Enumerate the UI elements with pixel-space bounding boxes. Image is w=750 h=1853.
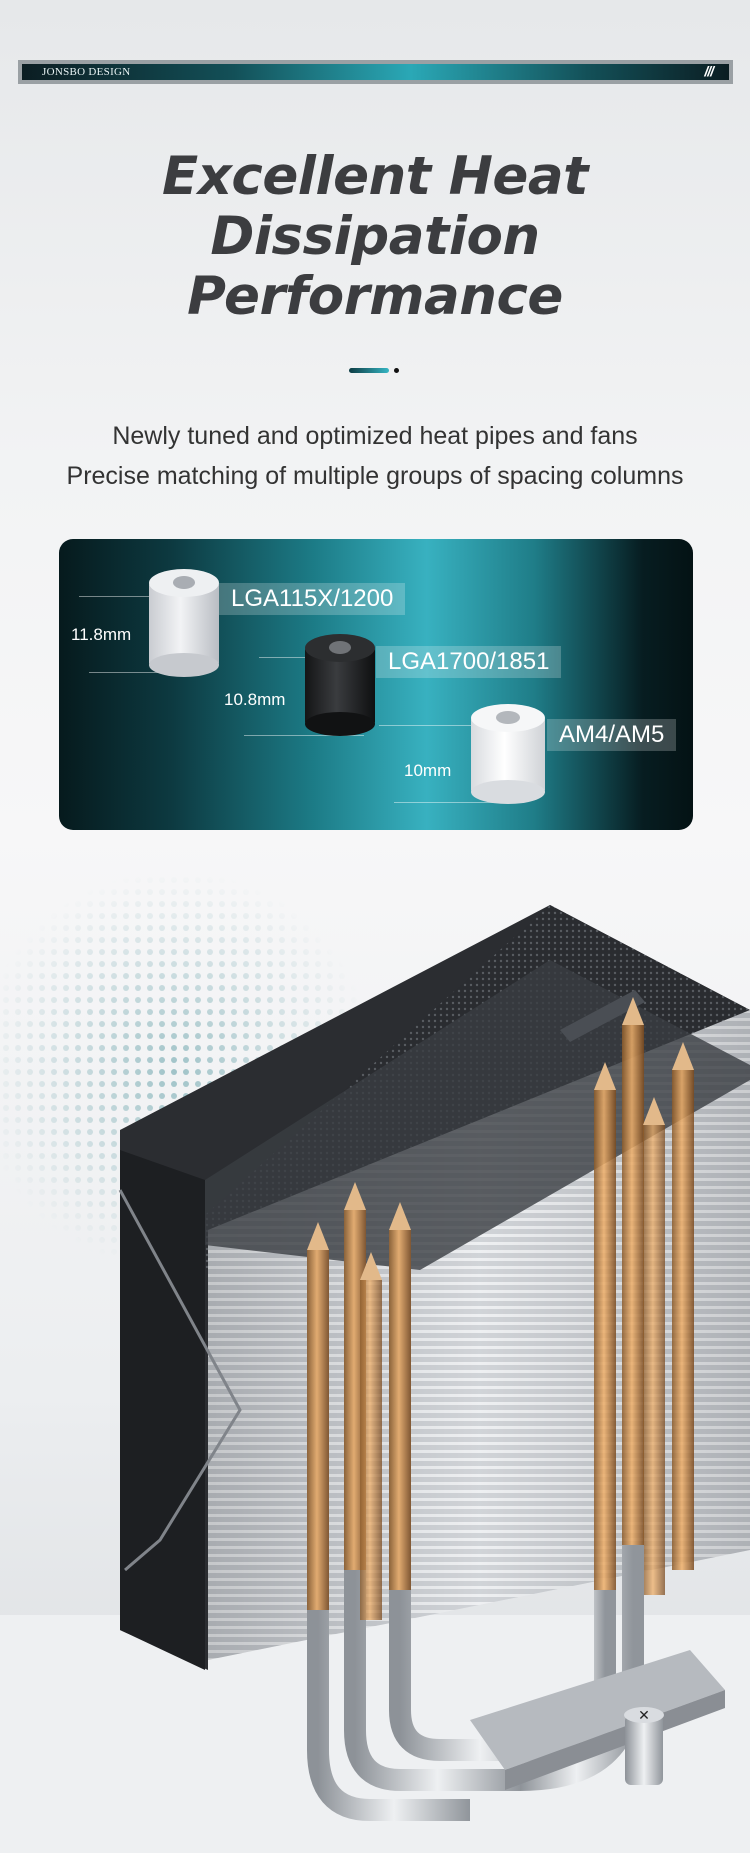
headline: Excellent Heat Dissipation Performance	[0, 147, 750, 327]
socket-label: LGA1700/1851	[376, 646, 562, 678]
headline-line: Performance	[187, 266, 563, 327]
svg-text:✕: ✕	[638, 1708, 650, 1724]
mounting-screw: ✕	[624, 1707, 664, 1785]
dimension-line	[394, 802, 514, 803]
height-label: 10mm	[404, 761, 452, 780]
spacer-spec-panel: 11.8mm LGA115X/1200 10.8mm LGA1700/1851 …	[59, 539, 693, 830]
socket-label: LGA115X/1200	[219, 583, 406, 615]
cooler-product-image: ✕	[0, 850, 750, 1853]
dimension-line	[244, 735, 364, 736]
slash-mark: ///	[704, 63, 714, 79]
headline-line: Dissipation	[210, 206, 540, 267]
accent-divider	[349, 368, 389, 373]
spacer-column-image	[305, 634, 375, 736]
subtitle-line: Precise matching of multiple groups of s…	[66, 462, 684, 490]
spacer-column-image	[149, 569, 219, 677]
height-label: 11.8mm	[71, 625, 132, 644]
headline-line: Excellent Heat	[162, 146, 588, 207]
brand-plate	[560, 990, 645, 1042]
spacer-column-image	[471, 704, 545, 804]
height-label: 10.8mm	[224, 690, 286, 709]
dimension-line	[89, 672, 209, 673]
subtitle: Newly tuned and optimized heat pipes and…	[0, 416, 750, 496]
dimension-line	[79, 596, 209, 597]
heat-pipes	[307, 997, 694, 1821]
base-plate	[470, 1650, 725, 1770]
cooler-illustration: ✕	[0, 850, 750, 1853]
brand-tag: JONSBO DESIGN	[42, 66, 131, 78]
brand-banner: JONSBO DESIGN ///	[18, 60, 733, 84]
dimension-line	[379, 725, 509, 726]
accent-dot	[394, 368, 399, 373]
subtitle-line: Newly tuned and optimized heat pipes and…	[112, 422, 638, 450]
socket-label: AM4/AM5	[547, 719, 677, 751]
